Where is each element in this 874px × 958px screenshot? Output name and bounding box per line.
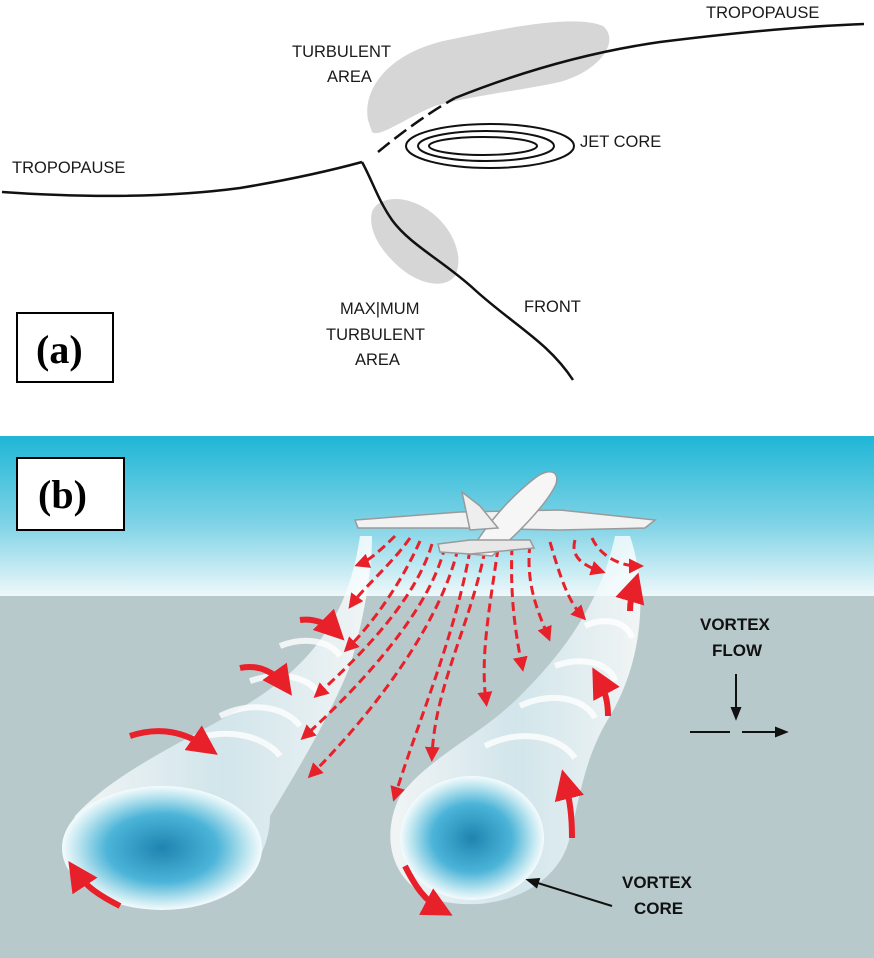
right-vortex-tube: [390, 536, 641, 905]
airplane-tail: [460, 490, 500, 531]
tropopause-left-line: [1, 160, 363, 198]
panel-b-tag-box: [16, 457, 125, 531]
vortex-core-label-2: CORE: [634, 899, 683, 918]
turbulent-area-label-1: TURBULENT: [292, 43, 391, 61]
jet-stream-diagram: TROPOPAUSE TURBULENT AREA JET CORE TROPO…: [1, 4, 865, 383]
turbulent-area-shape: [367, 21, 610, 134]
vortex-core-label-1: VORTEX: [622, 873, 693, 892]
vortex-flow-label-2: FLOW: [712, 641, 763, 660]
front-label: FRONT: [524, 298, 581, 316]
right-vortex-core: [400, 776, 544, 900]
max-turbulent-label-3: AREA: [355, 351, 400, 369]
jet-core-label: JET CORE: [580, 133, 661, 151]
left-vortex-core: [62, 786, 262, 910]
tropopause-right-line: [454, 22, 865, 100]
airplane-stabilizer: [437, 539, 536, 555]
tropopause-left-label: TROPOPAUSE: [12, 159, 125, 177]
panel-a-tag: (a): [36, 327, 83, 372]
front-line: [360, 161, 575, 381]
jet-core-contours: [405, 123, 575, 169]
rotation-arrows: [68, 572, 645, 916]
panel-b-tag: (b): [38, 472, 87, 517]
max-turbulent-label-2: TURBULENT: [326, 326, 425, 344]
vortex-flow-label-1: VORTEX: [700, 615, 771, 634]
vortex-core-pointer: [525, 877, 613, 907]
airplane: [353, 471, 657, 557]
downwash-flow-arrows: [300, 534, 644, 802]
panel-a-tag-box: [16, 312, 114, 383]
turbulent-area-label-2: AREA: [327, 68, 372, 86]
wake-vortex-illustration: VORTEX FLOW VORTEX CORE (b): [0, 436, 874, 958]
tropopause-right-label: TROPOPAUSE: [706, 4, 819, 22]
tropopause-break-dashed: [377, 96, 456, 153]
max-turbulent-label-1: MAX|MUM: [340, 300, 419, 318]
